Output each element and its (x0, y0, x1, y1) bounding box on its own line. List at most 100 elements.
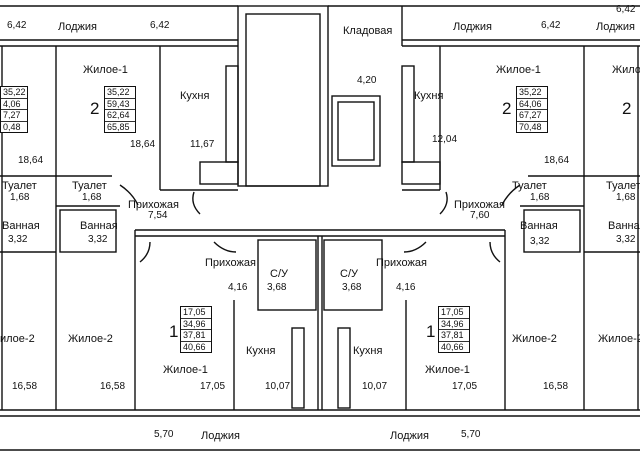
area-label: 3,68 (342, 282, 362, 293)
apartment-rooms-count: 1 (169, 322, 179, 341)
area-label: 16,58 (543, 381, 569, 392)
table-cell: 40,66 (441, 341, 464, 352)
room-label-living: Жилое-2 (598, 333, 640, 345)
room-label-kitchen: Кухня (414, 90, 444, 102)
area-label: 6,42 (616, 4, 636, 15)
area-label: 6,42 (7, 20, 27, 31)
area-label: 1,68 (616, 192, 636, 203)
apartment-rooms-count: 1 (426, 322, 436, 341)
area-label: 18,64 (544, 155, 570, 166)
area-label: 16,58 (12, 381, 38, 392)
elevator-box (331, 95, 381, 167)
room-label-hall: Прихожая (205, 257, 256, 269)
room-label-toilet: Туалет (72, 180, 107, 192)
table-cell: 67,27 (517, 110, 547, 122)
room-label-toilet: Туалет (512, 180, 547, 192)
room-label-loggia: Лоджия (390, 430, 429, 442)
area-label: 1,68 (82, 192, 102, 203)
apartment-rooms-count: 2 (502, 99, 512, 118)
area-label: 5,70 (461, 429, 481, 440)
area-label: 3,68 (267, 282, 287, 293)
room-label-hall: Прихожая (376, 257, 427, 269)
room-label-hall: Прихожая (454, 199, 505, 211)
table-cell: 65,85 (107, 121, 130, 132)
area-label: 16,58 (100, 381, 126, 392)
room-label-bath: Ванная (608, 220, 640, 232)
room-label-bath: Ванная (80, 220, 118, 232)
table-cell: 37,81 (439, 330, 469, 342)
area-label: 10,07 (362, 381, 388, 392)
area-label: 4,20 (357, 75, 377, 86)
area-label: 3,32 (8, 234, 28, 245)
room-label-kitchen: Кухня (246, 345, 276, 357)
table-cell: 34,96 (181, 319, 211, 330)
table-cell: 17,05 (439, 307, 469, 319)
room-label-loggia: Лоджия (596, 21, 635, 33)
table-cell: 7,27 (1, 110, 27, 122)
room-label-living: Жилое-2 (68, 333, 113, 345)
room-label-living: Жилое-1 (425, 364, 470, 376)
table-cell: 59,43 (105, 99, 135, 110)
table-cell: 17,05 (181, 307, 211, 319)
area-label: 4,16 (228, 282, 248, 293)
room-label-living: Жилое (612, 64, 640, 76)
table-cell: 4,06 (1, 99, 27, 110)
area-label: 4,16 (396, 282, 416, 293)
area-label: 6,42 (541, 20, 561, 31)
room-label-kitchen: Кухня (180, 90, 210, 102)
room-label-living: Жилое-1 (496, 64, 541, 76)
table-cell: 70,48 (519, 121, 542, 132)
table-cell: 0,48 (3, 121, 21, 132)
room-label-living: Жилое-2 (512, 333, 557, 345)
table-cell: 64,06 (517, 99, 547, 110)
room-label-toilet: Туалет (2, 180, 37, 192)
area-label: 7,54 (148, 210, 168, 221)
room-label-loggia: Лоджия (453, 21, 492, 33)
area-label: 10,07 (265, 381, 291, 392)
table-cell: 37,81 (181, 330, 211, 342)
room-label-living: илое-2 (0, 333, 35, 345)
room-label-kitchen: Кухня (353, 345, 383, 357)
room-label-living: Жилое-1 (163, 364, 208, 376)
table-cell: 35,22 (1, 87, 27, 99)
area-label: 5,70 (154, 429, 174, 440)
apartment-area-table: 35,22 59,43 62,64 65,85 (104, 86, 136, 133)
table-cell: 35,22 (105, 87, 135, 99)
area-label: 1,68 (530, 192, 550, 203)
stair-shaft (237, 5, 329, 187)
area-label: 11,67 (190, 139, 215, 150)
apartment-area-table: 35,22 64,06 67,27 70,48 (516, 86, 548, 133)
table-cell: 40,66 (183, 341, 206, 352)
apartment-area-table: 17,05 34,96 37,81 40,66 (180, 306, 212, 353)
area-label: 3,32 (616, 234, 636, 245)
area-label: 3,32 (530, 236, 550, 247)
room-label-loggia: Лоджия (58, 21, 97, 33)
table-cell: 62,64 (105, 110, 135, 122)
area-label: 17,05 (452, 381, 478, 392)
room-label-bath: Ванная (2, 220, 40, 232)
room-label-living: Жилое-1 (83, 64, 128, 76)
room-label-storage: Кладовая (343, 25, 393, 37)
table-cell: 34,96 (439, 319, 469, 330)
area-label: 18,64 (18, 155, 44, 166)
apartment-rooms-count: 2 (90, 99, 100, 118)
room-label-hall: Прихожая (128, 199, 179, 211)
area-label: 3,32 (88, 234, 108, 245)
area-label: 17,05 (200, 381, 226, 392)
area-label: 12,04 (432, 134, 458, 145)
apartment-rooms-count: 2 (622, 99, 632, 118)
apartment-area-table: 35,22 4,06 7,27 0,48 (0, 86, 28, 133)
table-cell: 35,22 (517, 87, 547, 99)
area-label: 7,60 (470, 210, 490, 221)
room-label-loggia: Лоджия (201, 430, 240, 442)
apartment-area-table: 17,05 34,96 37,81 40,66 (438, 306, 470, 353)
room-label-toilet: Туалет (606, 180, 640, 192)
room-label-wc: С/У (340, 268, 358, 280)
room-label-bath: Ванная (520, 220, 558, 232)
area-label: 18,64 (130, 139, 156, 150)
area-label: 6,42 (150, 20, 170, 31)
area-label: 1,68 (10, 192, 30, 203)
room-label-wc: С/У (270, 268, 288, 280)
